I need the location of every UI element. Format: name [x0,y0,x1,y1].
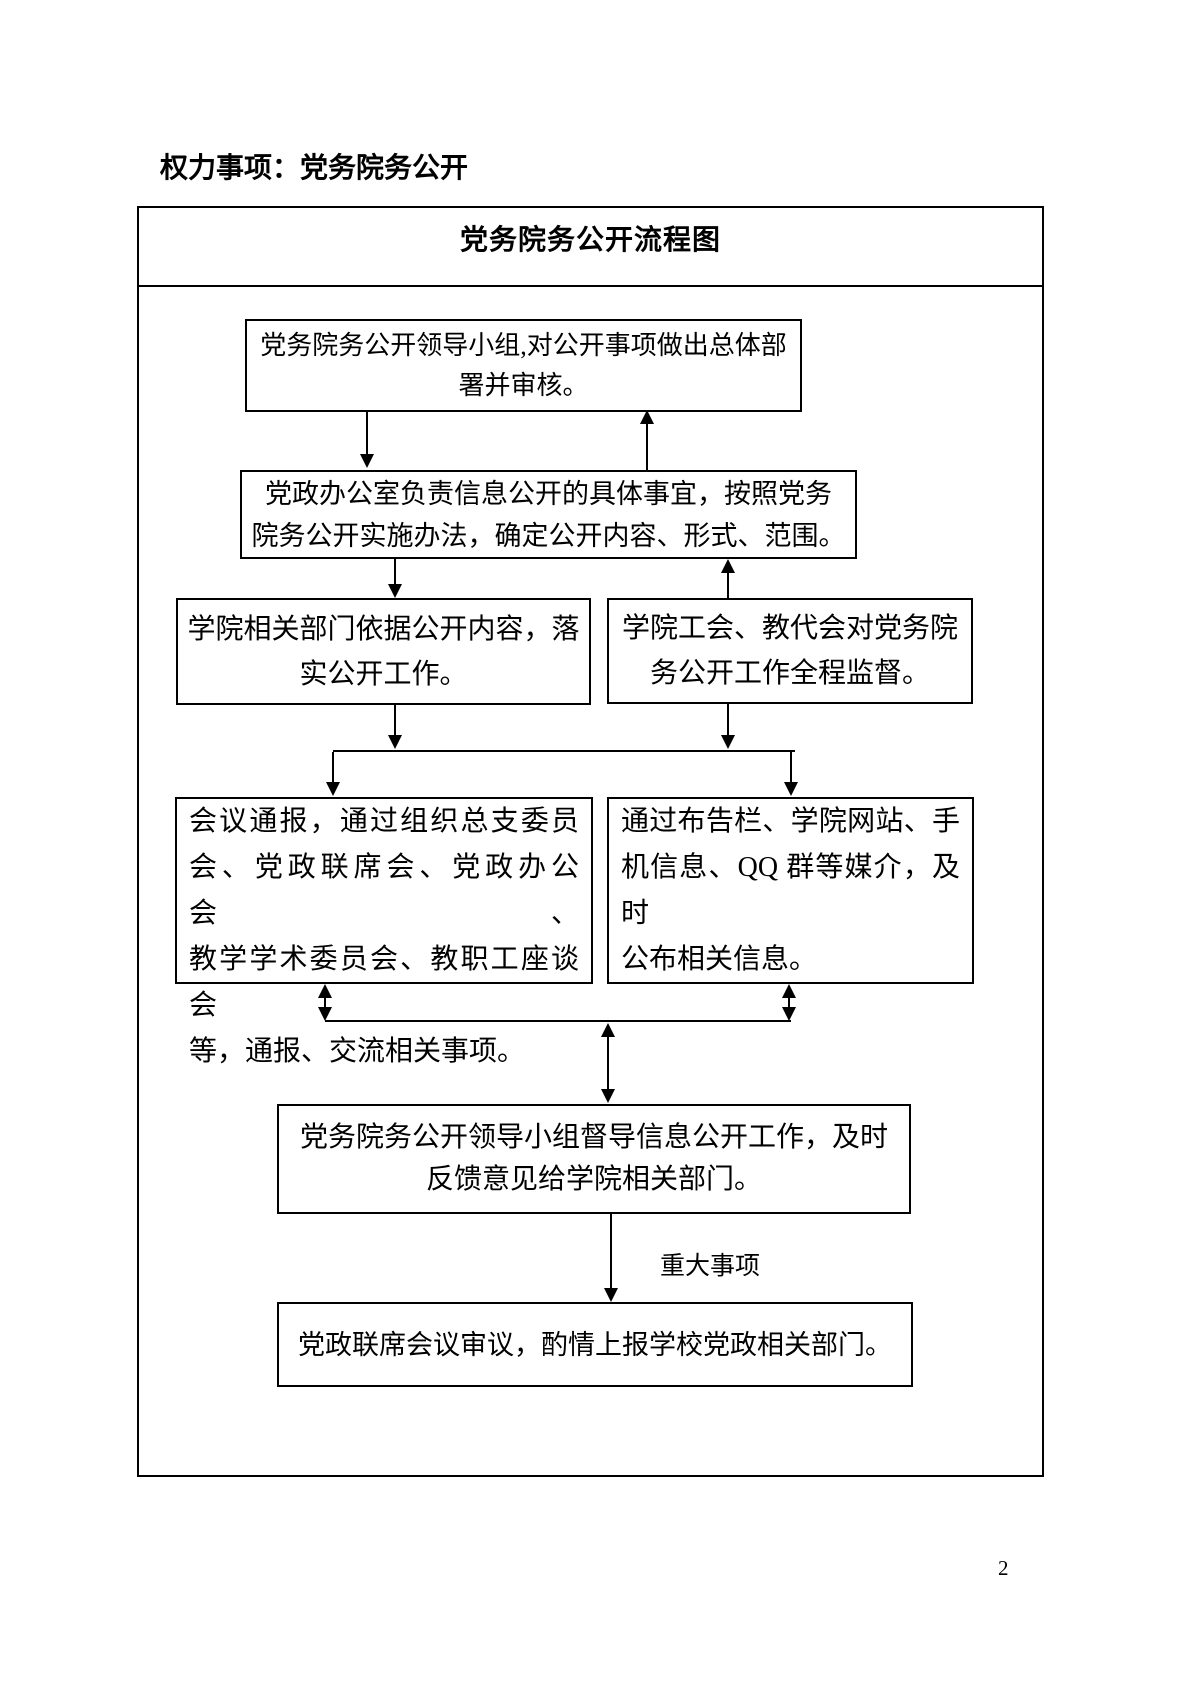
arrowhead-down-icon [784,782,798,796]
arrowhead-down-icon [604,1288,618,1302]
box-text-line: 党政联席会议审议，酌情上报学校党政相关部门。 [298,1329,892,1360]
box-text-line: 会、党政联席会、党政办公会、 [189,852,579,929]
arrowhead-up-icon [782,984,796,998]
major-matters-label: 重大事项 [660,1253,761,1280]
arrowhead-down-icon [721,735,735,749]
connector-line-upper [333,750,795,752]
arrow-line [324,996,326,1009]
flow-box-media-publish: 通过布告栏、学院网站、手 机信息、QQ 群等媒介，及时 公布相关信息。 [607,797,974,984]
arrowhead-up-icon [721,559,735,573]
arrow-down-office-to-departments [388,559,402,598]
flowchart-frame [137,206,1044,1477]
arrowhead-up-icon [601,1023,615,1037]
box-text-line: 实公开工作。 [299,658,468,690]
header-divider-line [137,285,1044,287]
double-arrow-connector-supervision [601,1023,615,1103]
arrow-line [394,559,396,585]
arrow-line [607,1035,609,1091]
box-text-line: 等，通报、交流相关事项。 [189,1036,526,1067]
box-text-line: 教学学术委员会、教职工座谈会 [189,944,579,1021]
arrow-line [727,704,729,736]
arrowhead-down-icon [318,1007,332,1021]
flow-box-party-admin-office: 党政办公室负责信息公开的具体事宜，按照党务 院务公开实施办法，确定公开内容、形式… [240,470,857,559]
box-text-line: 党务院务公开领导小组督导信息公开工作，及时 [299,1122,888,1153]
box-text-line: 反馈意见给学院相关部门。 [425,1164,762,1195]
double-arrow-media-connector [782,984,796,1021]
arrowhead-down-icon [388,584,402,598]
arrow-line [790,752,792,783]
flow-box-supervision-feedback: 党务院务公开领导小组督导信息公开工作，及时 反馈意见给学院相关部门。 [277,1104,911,1214]
arrow-down-connector-to-meeting [326,752,340,796]
box-text-line: 党务院务公开领导小组,对公开事项做出总体部 [260,330,787,360]
arrowhead-up-icon [318,984,332,998]
box-text-line: 院务公开实施办法，确定公开内容、形式、范围。 [251,520,846,551]
arrowhead-down-icon [782,1007,796,1021]
page-number: 2 [998,1556,1009,1580]
arrow-line [646,423,648,470]
arrow-line [610,1214,612,1289]
arrow-up-union-to-office [721,559,735,598]
double-arrow-meeting-connector [318,984,332,1021]
flow-box-leading-group: 党务院务公开领导小组,对公开事项做出总体部 署并审核。 [245,319,802,412]
arrow-line [332,752,334,783]
arrow-down-departments-to-connector [388,705,402,749]
arrowhead-down-icon [360,454,374,468]
flowchart-title: 党务院务公开流程图 [459,224,721,255]
box-text-line: 学院相关部门依据公开内容，落 [187,613,580,645]
arrowhead-down-icon [326,782,340,796]
arrow-down-supervision-to-joint-meeting [604,1214,618,1302]
arrow-down-union-to-connector [721,704,735,749]
box-text-line: 务公开工作全程监督。 [649,658,930,689]
arrowhead-down-icon [601,1089,615,1103]
arrow-line [366,410,368,455]
arrowhead-down-icon [388,735,402,749]
flow-box-departments: 学院相关部门依据公开内容，落 实公开工作。 [176,598,591,705]
flow-box-joint-meeting: 党政联席会议审议，酌情上报学校党政相关部门。 [277,1302,913,1387]
document-heading: 权力事项：党务院务公开 [160,152,469,183]
arrow-up-office-to-leading [640,410,654,470]
box-text-line: 署并审核。 [458,370,589,400]
arrow-line [727,572,729,598]
arrow-line [394,705,396,736]
arrow-down-leading-to-office [360,410,374,468]
arrowhead-up-icon [640,410,654,424]
box-text-line: 机信息、QQ 群等媒介，及时 [621,852,960,929]
box-text-line: 公布相关信息。 [621,944,818,975]
flow-box-meeting-report: 会议通报，通过组织总支委员 会、党政联席会、党政办公会、 教学学术委员会、教职工… [175,797,593,1067]
connector-line-lower [325,1020,791,1022]
arrow-down-connector-to-media [784,752,798,796]
box-text-line: 党政办公室负责信息公开的具体事宜，按照党务 [265,478,832,509]
flow-box-union-supervision: 学院工会、教代会对党务院 务公开工作全程监督。 [607,598,973,704]
box-text-line: 学院工会、教代会对党务院 [621,613,958,644]
arrow-line [788,996,790,1009]
box-text-line: 通过布告栏、学院网站、手 [621,806,960,837]
box-text-line: 会议通报，通过组织总支委员 [189,806,579,837]
